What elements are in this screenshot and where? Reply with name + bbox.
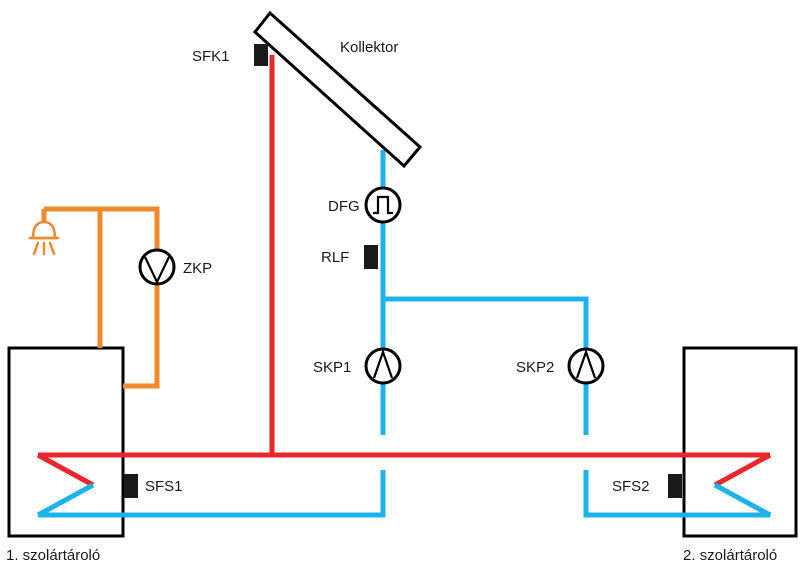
solar-pump-2 xyxy=(567,347,605,385)
store-sensor-1 xyxy=(124,474,138,498)
sfs1-label: SFS1 xyxy=(145,478,183,495)
pump-icon xyxy=(138,248,176,286)
skp1-label: SKP1 xyxy=(313,359,351,376)
flow-meter-icon xyxy=(364,186,402,224)
flow-meter xyxy=(364,186,402,224)
store-sensor-2 xyxy=(668,474,682,498)
collector-sensor xyxy=(254,44,268,66)
zkp-label: ZKP xyxy=(183,260,212,277)
hot-distribution-pipe xyxy=(36,452,772,488)
storage-tank-1 xyxy=(7,346,125,538)
return-pipes xyxy=(36,150,772,518)
pump-arrow-icon xyxy=(144,256,170,285)
circulation-pump xyxy=(138,248,176,286)
storage-tank-2 xyxy=(682,346,798,538)
sfk1-label: SFK1 xyxy=(192,48,230,65)
skp2-label: SKP2 xyxy=(516,359,554,376)
solar-pump-1 xyxy=(364,347,402,385)
return-sensor xyxy=(364,245,378,269)
solar-collector xyxy=(252,10,423,169)
collector-label: Kollektor xyxy=(340,39,398,56)
store-2-label: 2. szolártároló xyxy=(683,547,777,564)
circulation-loop xyxy=(41,206,160,389)
lamp-icon xyxy=(28,220,60,256)
store-1-label: 1. szolártároló xyxy=(6,547,100,564)
sfs2-label: SFS2 xyxy=(612,478,650,495)
dfg-label: DFG xyxy=(328,198,360,215)
rlf-label: RLF xyxy=(321,249,349,266)
